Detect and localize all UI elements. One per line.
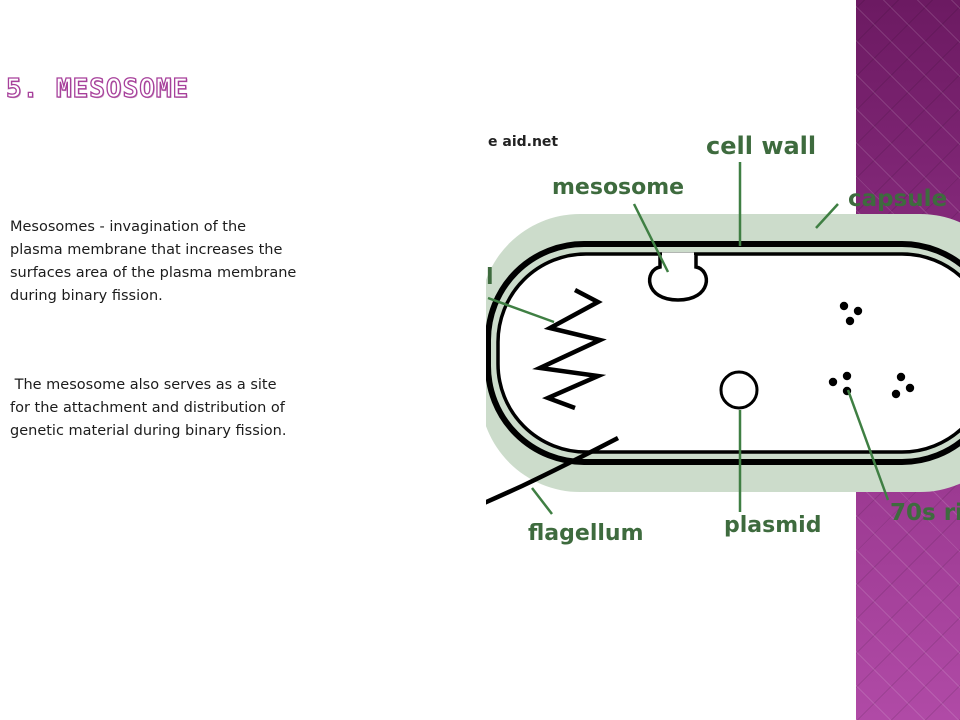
pointer-capsule <box>815 203 839 229</box>
label-capsule: capsule <box>848 186 947 212</box>
source-watermark: e aid.net <box>488 134 558 150</box>
slide-title: 5. MESOSOME <box>5 73 190 104</box>
nucleoid-dna <box>532 288 607 411</box>
cell-wall-outline <box>486 241 960 465</box>
pointer-ribosomes <box>846 389 890 501</box>
flagellum-tail <box>486 436 620 505</box>
paragraph-mesosome-function: The mesosome also serves as a site for t… <box>10 377 290 439</box>
pointer-mesosome <box>632 203 670 273</box>
bacterial-cell-diagram: e aid.net cell wall mesosome capsule l f… <box>472 118 960 558</box>
label-plasmid: plasmid <box>724 513 821 538</box>
label-ribosomes: 70s rib <box>890 500 960 526</box>
ribosome-dots <box>828 301 915 399</box>
pointer-flagellum <box>531 487 553 515</box>
label-flagellum: flagellum <box>528 521 644 546</box>
label-mesosome: mesosome <box>552 175 684 200</box>
plasmid-ring <box>719 370 759 410</box>
diagram-canvas: e aid.net cell wall mesosome capsule l f… <box>486 132 960 546</box>
pointer-nucleoid <box>487 296 555 324</box>
label-cell-wall: cell wall <box>706 132 816 160</box>
label-cropped-left: l <box>486 265 494 290</box>
paragraph-mesosome-definition: Mesosomes - invagination of the plasma m… <box>10 219 297 304</box>
